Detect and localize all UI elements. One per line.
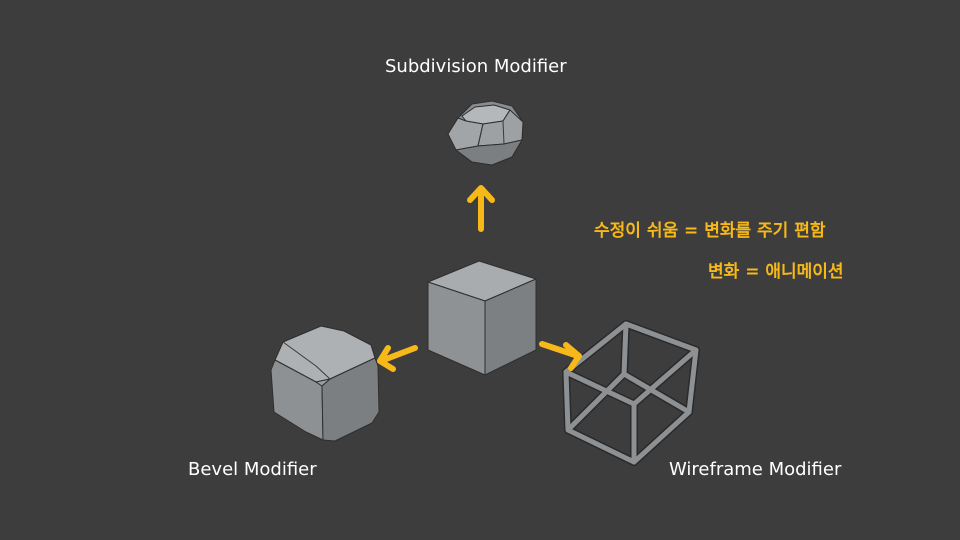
note-change-animation: 변화 = 애니메이션 [708, 262, 844, 282]
arrow-right-icon [539, 341, 582, 371]
central-cube-mesh [427, 260, 537, 376]
wireframe-modifier-label: Wireframe Modifier [669, 459, 842, 480]
beveled-cube-mesh [270, 325, 380, 442]
subdivision-modifier-label: Subdivision Modifier [385, 56, 567, 77]
arrow-up-icon [467, 185, 495, 232]
bevel-modifier-label: Bevel Modifier [188, 459, 317, 480]
subdivided-sphere-mesh [447, 100, 524, 166]
note-easy-to-modify: 수정이 쉬움 = 변화를 주기 편함 [594, 221, 826, 241]
arrow-left-icon [377, 345, 418, 372]
wireframe-cube-mesh [562, 320, 700, 466]
